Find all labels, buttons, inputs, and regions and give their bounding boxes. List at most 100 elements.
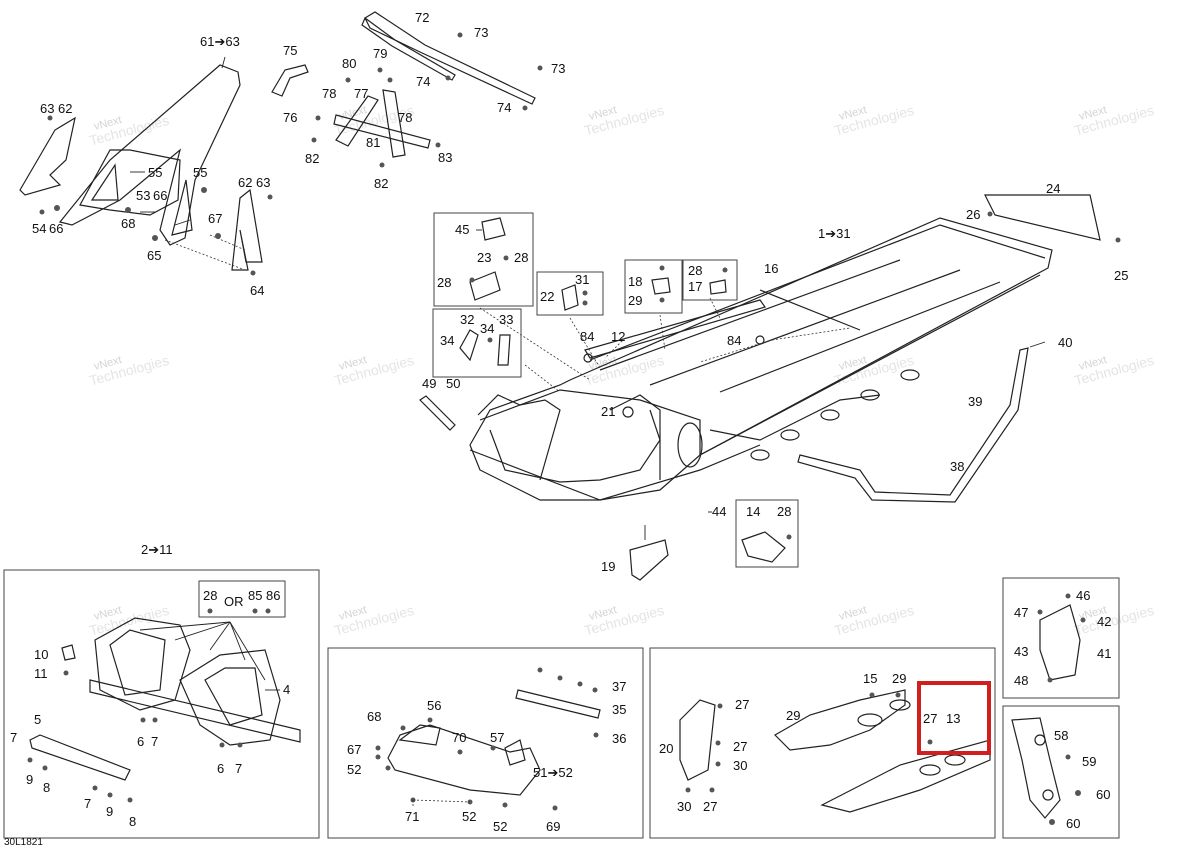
label-16: 16 xyxy=(764,261,778,276)
label-31: 31 xyxy=(575,272,589,287)
label-63: 63 xyxy=(256,175,270,190)
label-74: 74 xyxy=(416,74,430,89)
chassis-rib xyxy=(599,259,901,371)
label-75: 75 xyxy=(283,43,297,58)
label-55: 55 xyxy=(148,165,162,180)
label-61-63: 61➔63 xyxy=(200,34,240,49)
chassis-edge xyxy=(589,224,1046,361)
label-27: 27 xyxy=(735,697,749,712)
label-32: 32 xyxy=(460,312,474,327)
label-28: 28 xyxy=(203,588,217,603)
bracket-part-58 xyxy=(1011,717,1061,819)
panel-bracket-58 xyxy=(1002,705,1120,839)
label-68: 68 xyxy=(367,709,381,724)
label-65: 65 xyxy=(147,248,161,263)
label-33: 33 xyxy=(499,312,513,327)
label-27: 27 xyxy=(703,799,717,814)
label-39: 39 xyxy=(968,394,982,409)
label-7: 7 xyxy=(235,761,242,776)
document-code: 30L1821 xyxy=(4,837,43,848)
panel-heat-shields xyxy=(649,647,996,839)
label-18: 18 xyxy=(628,274,642,289)
label-51-52: 51➔52 xyxy=(533,765,573,780)
label-77: 77 xyxy=(354,86,368,101)
label-34: 34 xyxy=(480,321,494,336)
label-67: 67 xyxy=(208,211,222,226)
label-17: 17 xyxy=(688,279,702,294)
label-9: 9 xyxy=(106,804,113,819)
label-28: 28 xyxy=(437,275,451,290)
label-6: 6 xyxy=(217,761,224,776)
label-84: 84 xyxy=(727,333,741,348)
inset-box-14-28 xyxy=(735,499,799,568)
watermark-text: Technologies xyxy=(583,352,666,389)
panel-steering-support xyxy=(1002,577,1120,699)
label-27: 27 xyxy=(923,711,937,726)
inset-box-18-29 xyxy=(624,259,683,314)
label-40: 40 xyxy=(1058,335,1072,350)
label-69: 69 xyxy=(546,819,560,834)
label-27: 27 xyxy=(733,739,747,754)
watermark-text: Technologies xyxy=(583,602,666,639)
label-50: 50 xyxy=(446,376,460,391)
bracket-part-19 xyxy=(629,539,669,581)
label-48: 48 xyxy=(1014,673,1028,688)
chassis-rib xyxy=(759,289,861,331)
label-68: 68 xyxy=(121,216,135,231)
label-29: 29 xyxy=(786,708,800,723)
label-4: 4 xyxy=(283,682,290,697)
label-81: 81 xyxy=(366,135,380,150)
inset-box-28-17 xyxy=(682,259,738,301)
label-84: 84 xyxy=(580,329,594,344)
steering-rod-part xyxy=(364,11,536,105)
label-66: 66 xyxy=(153,188,167,203)
label-58: 58 xyxy=(1054,728,1068,743)
label-28: 28 xyxy=(688,263,702,278)
label-36: 36 xyxy=(612,731,626,746)
label-62: 62 xyxy=(238,175,252,190)
inset-box-34-32-33 xyxy=(432,308,522,378)
bar-part-81 xyxy=(333,114,431,149)
label-64: 64 xyxy=(250,283,264,298)
label-9: 9 xyxy=(26,772,33,787)
label-7: 7 xyxy=(84,796,91,811)
panel-front-frame xyxy=(3,569,320,839)
label-55: 55 xyxy=(193,165,207,180)
watermark-text: Technologies xyxy=(833,352,916,389)
plate-part-35 xyxy=(515,689,601,719)
label-8: 8 xyxy=(43,780,50,795)
label-79: 79 xyxy=(373,46,387,61)
rear-rail-part-24 xyxy=(984,194,1101,241)
chassis-front-part xyxy=(489,409,661,483)
label-34: 34 xyxy=(440,333,454,348)
label-67: 67 xyxy=(347,742,361,757)
support-frame-part xyxy=(90,163,119,201)
label-60: 60 xyxy=(1066,816,1080,831)
inset-box-45-23-28 xyxy=(433,212,534,307)
steering-rod-part xyxy=(361,17,456,81)
label-2-11: 2➔11 xyxy=(141,542,173,557)
label-6: 6 xyxy=(137,734,144,749)
label-47: 47 xyxy=(1014,605,1028,620)
link-part-77 xyxy=(335,95,379,147)
label-30: 30 xyxy=(677,799,691,814)
cross-member-part xyxy=(504,739,526,766)
label-74: 74 xyxy=(497,100,511,115)
link-part-78 xyxy=(382,89,406,158)
chassis-hole xyxy=(677,422,703,468)
main-chassis-group xyxy=(419,194,1121,581)
watermark-text: Technologies xyxy=(88,352,171,389)
chassis-front-part xyxy=(479,389,701,455)
watermark-text: Technologies xyxy=(88,602,171,639)
bracket-part-20 xyxy=(679,699,716,781)
label-80: 80 xyxy=(342,56,356,71)
label-13: 13 xyxy=(946,711,960,726)
support-frame-part xyxy=(58,64,241,246)
watermark-text: Technologies xyxy=(833,102,916,139)
rod-part-49 xyxy=(419,395,456,431)
label-or: OR xyxy=(224,594,244,609)
watermark-text: Technologies xyxy=(1073,352,1156,389)
label-63: 63 xyxy=(40,101,54,116)
label-46: 46 xyxy=(1076,588,1090,603)
